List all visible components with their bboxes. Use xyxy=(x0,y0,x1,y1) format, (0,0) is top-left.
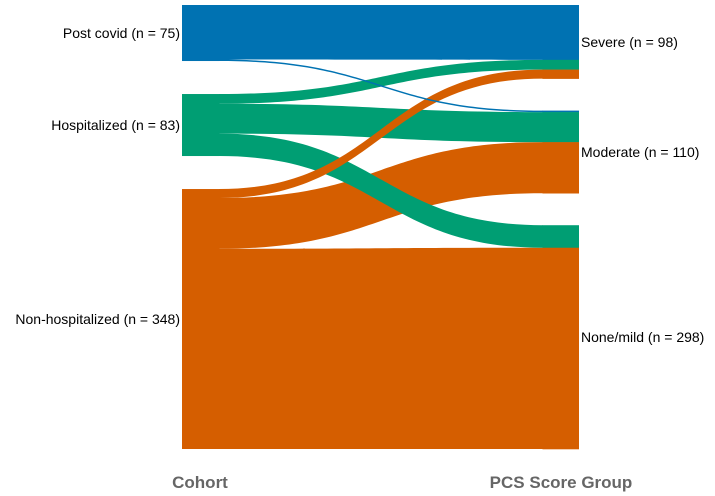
node-bar-hospitalized xyxy=(182,94,220,157)
flows-layer xyxy=(219,5,543,449)
node-segment-severe-hospitalized xyxy=(542,59,579,70)
node-bar-non_hospitalized xyxy=(182,189,220,449)
node-label-severe: Severe (n = 98) xyxy=(581,34,678,50)
nodes-layer xyxy=(182,5,579,450)
node-segment-severe-non_hospitalized xyxy=(542,69,579,79)
axis-label-pcs-score-group: PCS Score Group xyxy=(490,473,633,492)
node-bar-post_covid xyxy=(182,5,220,62)
flow-non_hospitalized-to-none_mild xyxy=(219,247,543,449)
flow-post_covid-to-severe xyxy=(219,5,543,60)
node-label-none_mild: None/mild (n = 298) xyxy=(581,329,704,345)
node-segment-none_mild-hospitalized xyxy=(542,225,579,249)
node-segment-moderate-non_hospitalized xyxy=(542,142,579,194)
labels-layer: Post covid (n = 75) Hospitalized (n = 83)… xyxy=(15,25,704,345)
node-label-moderate: Moderate (n = 110) xyxy=(581,144,699,160)
node-segment-moderate-hospitalized xyxy=(542,112,579,143)
node-label-post_covid: Post covid (n = 75) xyxy=(63,25,180,41)
flow-hospitalized-to-moderate xyxy=(219,103,543,143)
flow-non_hospitalized-to-severe xyxy=(219,69,543,198)
axis-label-cohort: Cohort xyxy=(172,473,228,492)
node-label-non_hospitalized: Non-hospitalized (n = 348) xyxy=(15,311,180,327)
flow-hospitalized-to-severe xyxy=(219,59,543,104)
flow-hospitalized-to-none_mild xyxy=(219,133,543,248)
node-label-hospitalized: Hospitalized (n = 83) xyxy=(51,117,180,133)
flow-post_covid-to-moderate xyxy=(219,59,543,113)
node-segment-none_mild-non_hospitalized xyxy=(542,247,579,450)
node-segment-severe-post_covid xyxy=(542,5,579,61)
node-segment-moderate-post_covid xyxy=(542,110,579,113)
